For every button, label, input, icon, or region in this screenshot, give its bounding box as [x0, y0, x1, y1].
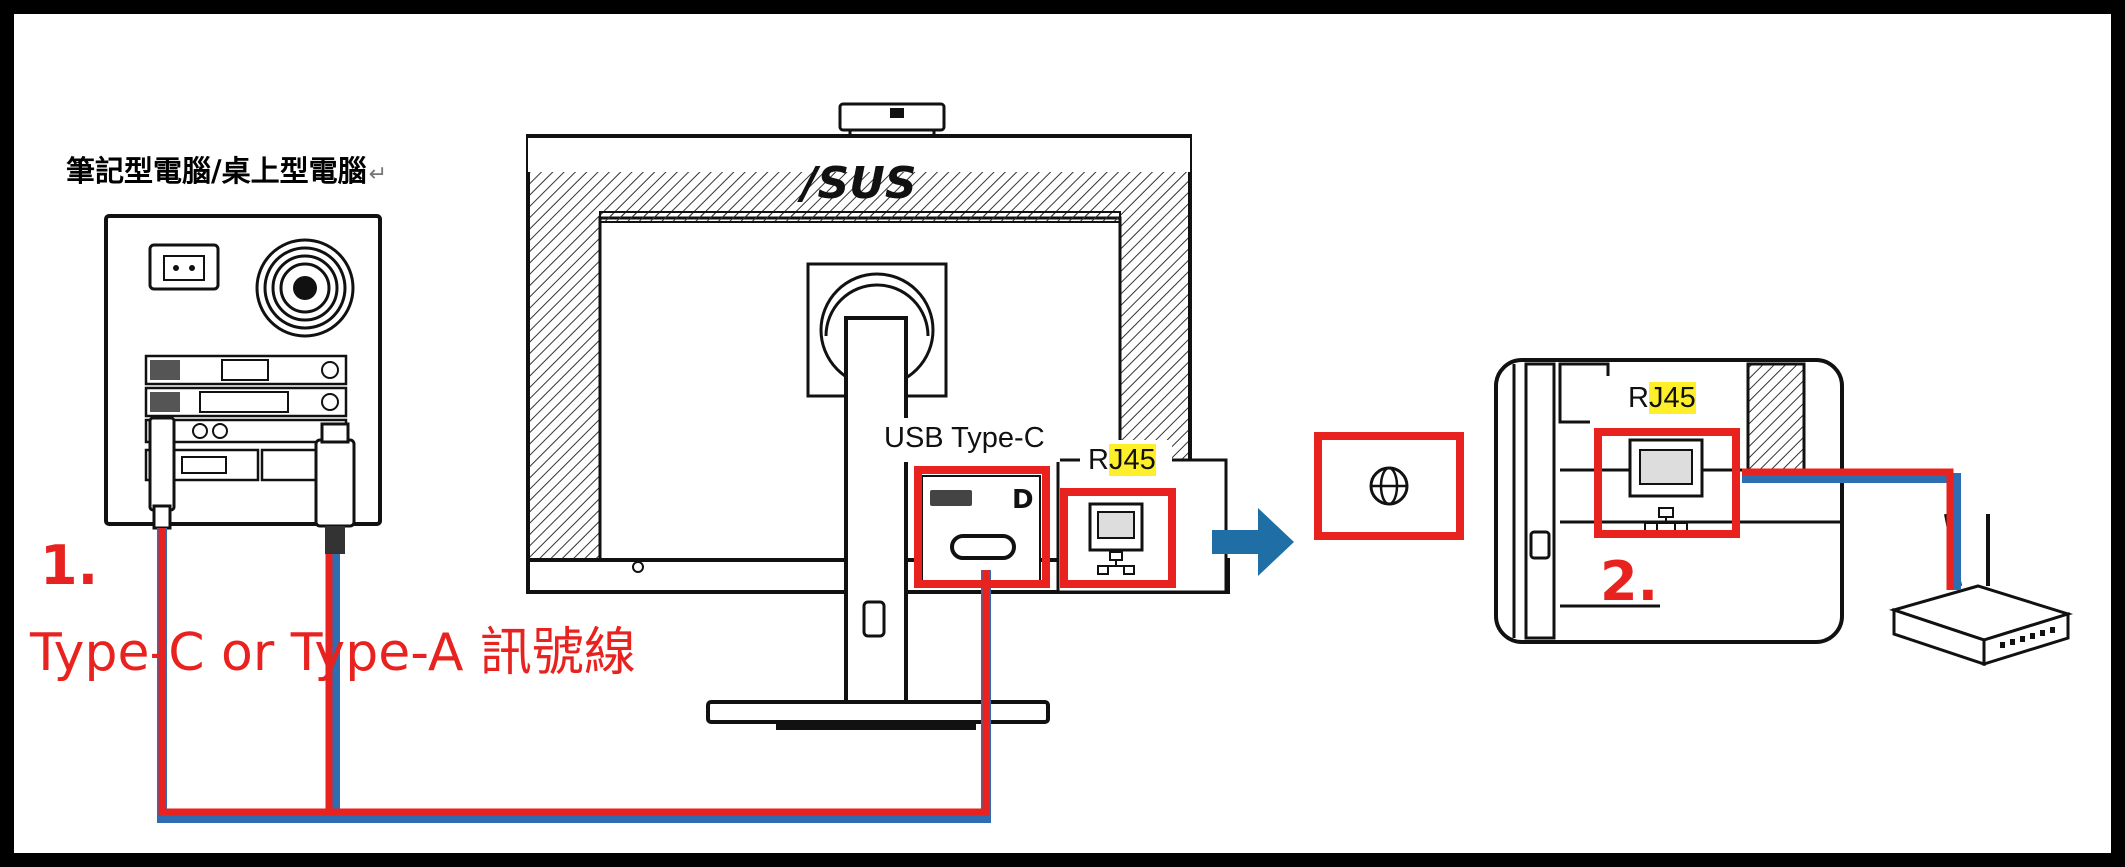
globe-icon	[1369, 466, 1409, 506]
cable-label: Type-C or Type-A 訊號線	[30, 623, 636, 683]
monitor-rj45-label: RJ45	[1088, 444, 1156, 477]
return-mark: ↵	[368, 162, 388, 187]
direction-arrow	[1212, 508, 1294, 576]
highlight-boxes	[914, 428, 1740, 588]
usb-typec-label: USB Type-C	[884, 422, 1045, 454]
desktop-pc	[104, 214, 382, 554]
rj45-highlight: J45	[1108, 444, 1156, 476]
pc-title-text: 筆記型電腦/桌上型電腦	[66, 154, 367, 188]
rj45-highlight: J45	[1648, 382, 1696, 414]
monitor-rj45-port	[1088, 502, 1144, 575]
internet-box	[1314, 432, 1464, 540]
zoom-rj45-label: RJ45	[1628, 382, 1696, 415]
brand-logo: /SUS	[796, 158, 916, 209]
zoomed-port-panel	[1494, 358, 1844, 644]
rj45-prefix: R	[1088, 444, 1109, 476]
router-icon	[1888, 513, 2074, 667]
usb-typec-port-group: D	[921, 475, 1041, 583]
cables	[157, 468, 1961, 823]
rj45-prefix: R	[1628, 382, 1649, 414]
usb-icon	[930, 490, 972, 506]
network-icon	[1097, 551, 1135, 575]
fan-icon	[255, 238, 355, 338]
step-1-label: 1.	[40, 534, 99, 597]
displayport-icon: D	[1012, 485, 1034, 515]
pc-title: 筆記型電腦/桌上型電腦↵	[66, 148, 387, 190]
step-2-label: 2.	[1600, 550, 1659, 613]
